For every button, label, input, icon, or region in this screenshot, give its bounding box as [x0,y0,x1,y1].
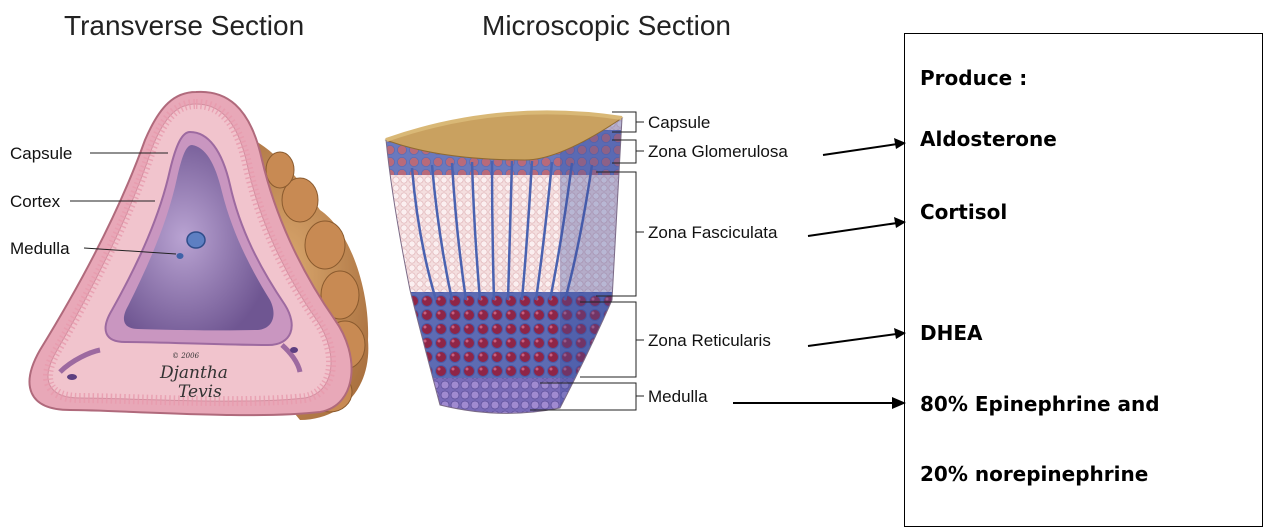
transverse-section-drawing: © 2006 Djantha Tevis Capsule Cortex Medu… [10,92,368,420]
label-zone-capsule: Capsule [648,113,710,132]
hormone-epinephrine: 80% Epinephrine and [920,392,1160,416]
signature-line-1: Djantha [159,363,228,383]
produce-box: Produce : Aldosterone Cortisol DHEA 80% … [904,33,1263,527]
produce-heading: Produce : [920,66,1027,90]
signature-line-2: Tevis [178,382,222,402]
copyright-text: © 2006 [172,352,200,360]
label-zone-medulla: Medulla [648,387,708,406]
label-zona-glomerulosa: Zona Glomerulosa [648,142,788,161]
arrow-reticularis-to-dhea [808,333,904,346]
hormone-norepinephrine: 20% norepinephrine [920,462,1148,486]
arrow-fasciculata-to-cortisol [808,222,904,236]
label-medulla: Medulla [10,239,70,258]
label-zona-reticularis: Zona Reticularis [648,331,771,350]
label-capsule: Capsule [10,144,72,163]
arrow-glomerulosa-to-aldosterone [823,143,904,155]
label-cortex: Cortex [10,192,61,211]
label-zona-fasciculata: Zona Fasciculata [648,223,778,242]
arrows [733,138,906,409]
hormone-aldosterone: Aldosterone [920,127,1057,151]
hormone-cortisol: Cortisol [920,200,1007,224]
hormone-dhea: DHEA [920,321,982,345]
microscopic-section-drawing: Capsule Zona Glomerulosa Zona Fasciculat… [380,95,788,425]
